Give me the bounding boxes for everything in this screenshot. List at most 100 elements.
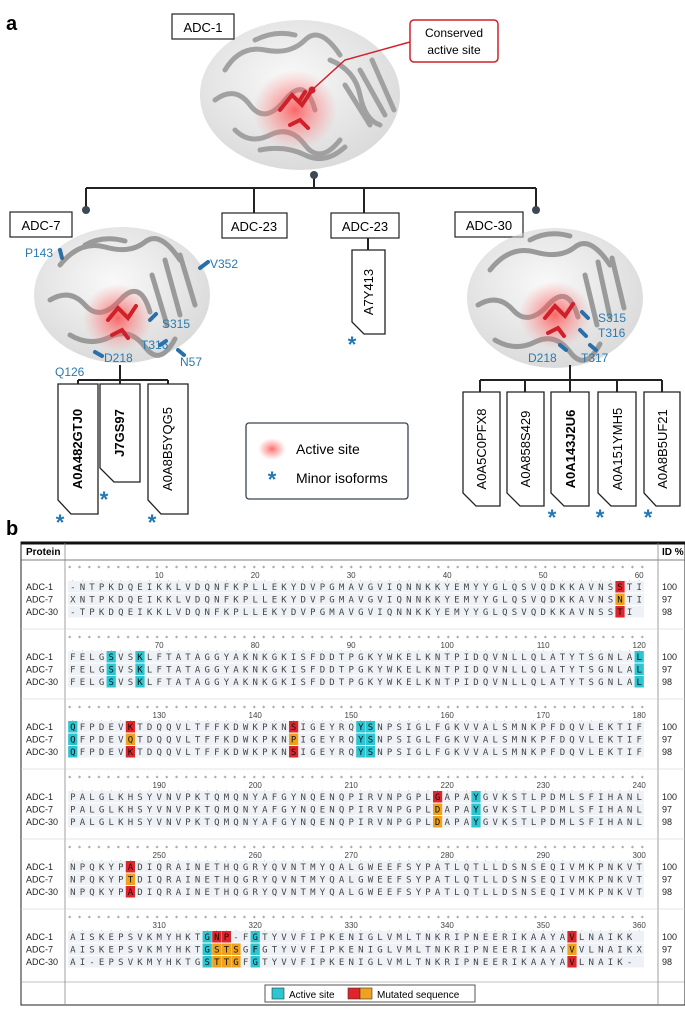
position-number: 160 — [441, 711, 455, 720]
residue: P — [89, 608, 95, 618]
residue: T — [339, 666, 345, 676]
svg-text:Mutated sequence: Mutated sequence — [377, 990, 460, 1001]
residue: W — [368, 863, 374, 873]
residue: S — [406, 888, 411, 898]
residue: L — [531, 793, 536, 803]
residue: N — [406, 596, 411, 606]
residue: P — [416, 793, 422, 803]
residue: L — [416, 678, 421, 688]
residue: W — [243, 748, 249, 758]
residue: T — [627, 583, 633, 593]
residue: N — [521, 863, 526, 873]
residue: N — [521, 748, 526, 758]
residue: T — [560, 653, 566, 663]
residue: - — [627, 958, 632, 968]
residue: Q — [483, 678, 488, 688]
residue: G — [492, 596, 497, 606]
residue: V — [310, 583, 316, 593]
residue: E — [108, 933, 113, 943]
residue: D — [118, 596, 123, 606]
residue: L — [569, 793, 574, 803]
residue: I — [147, 888, 152, 898]
residue: E — [454, 596, 459, 606]
isoform-tag-adc30-2: A0A143J2U6 — [550, 391, 590, 507]
residue: F — [214, 748, 219, 758]
residue: N — [348, 958, 353, 968]
residue: K — [147, 608, 153, 618]
residue: I — [464, 653, 469, 663]
position-number: 330 — [345, 921, 359, 930]
residue: T — [137, 748, 143, 758]
position-number: 80 — [251, 641, 260, 650]
position-number: 210 — [345, 781, 359, 790]
residue: R — [512, 946, 518, 956]
residue: V — [579, 748, 585, 758]
residue: Y — [358, 736, 364, 746]
residue: D — [99, 736, 104, 746]
residue: S — [617, 583, 622, 593]
residue: A — [560, 933, 566, 943]
residue: N — [195, 876, 200, 886]
residue: P — [185, 806, 191, 816]
residue: G — [272, 666, 277, 676]
residue: P — [118, 863, 124, 873]
residue: I — [185, 876, 190, 886]
residue: E — [377, 876, 382, 886]
residue: - — [70, 583, 75, 593]
residue: V — [281, 876, 287, 886]
residue: P — [598, 888, 604, 898]
residue: Q — [540, 583, 545, 593]
residue: M — [329, 608, 335, 618]
residue-highlight — [125, 873, 135, 885]
residue: I — [387, 583, 392, 593]
residue: H — [224, 876, 229, 886]
residue: T — [579, 666, 585, 676]
residue-highlight — [212, 931, 222, 943]
residue: N — [204, 608, 209, 618]
residue: N — [377, 723, 382, 733]
sequence-row-bg — [68, 721, 644, 733]
residue: E — [108, 723, 113, 733]
residue: R — [252, 888, 258, 898]
residue: P — [320, 958, 326, 968]
residue: L — [108, 818, 113, 828]
residue: G — [444, 748, 449, 758]
svg-text:J7GS97: J7GS97 — [112, 409, 127, 457]
residue: T — [204, 818, 210, 828]
residue: A — [176, 863, 182, 873]
residue: T — [204, 806, 210, 816]
residue: G — [252, 933, 257, 943]
residue: K — [272, 736, 278, 746]
residue: N — [608, 888, 613, 898]
residue: S — [608, 596, 613, 606]
residue: N — [329, 793, 334, 803]
residue: A — [339, 888, 345, 898]
residue: D — [291, 608, 296, 618]
residue: V — [464, 723, 470, 733]
residue: T — [80, 608, 86, 618]
residue: V — [569, 876, 575, 886]
residue: S — [128, 653, 133, 663]
residue: I — [521, 946, 526, 956]
residue: N — [329, 806, 334, 816]
residue: T — [617, 748, 623, 758]
residue: P — [348, 666, 354, 676]
residue: S — [137, 818, 142, 828]
residue: E — [128, 608, 133, 618]
residue: N — [387, 793, 392, 803]
residue: N — [425, 958, 430, 968]
residue: H — [608, 818, 613, 828]
residue-highlight — [202, 956, 212, 968]
residue: E — [80, 666, 85, 676]
residue: I — [291, 666, 296, 676]
residue: A — [233, 666, 239, 676]
orange-swatch — [359, 987, 373, 1000]
residue: L — [185, 748, 190, 758]
svg-text:Active site: Active site — [296, 441, 360, 457]
residue: L — [540, 653, 545, 663]
residue: P — [425, 876, 431, 886]
residue: K — [454, 723, 460, 733]
sequence-row-bg — [68, 861, 644, 873]
residue: N — [281, 748, 286, 758]
residue: K — [444, 946, 450, 956]
